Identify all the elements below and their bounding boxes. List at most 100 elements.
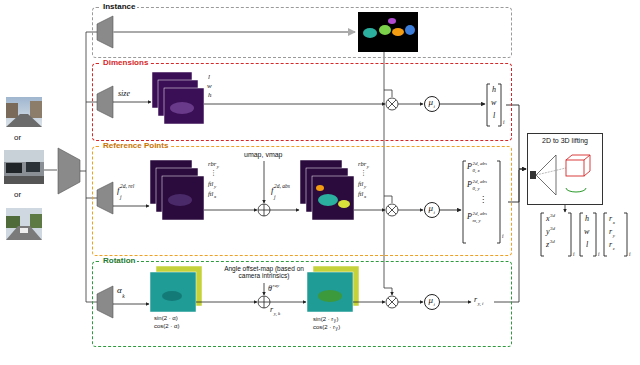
operator-symbol	[258, 204, 270, 216]
math-label: z	[546, 241, 549, 250]
pooling-circle: μi	[424, 202, 440, 218]
math-label: y	[217, 164, 219, 170]
math-label: 3d	[550, 239, 555, 245]
feature-maps	[316, 185, 324, 191]
encoder	[97, 86, 113, 118]
pooling-symbol: i	[434, 302, 435, 308]
math-label: y	[364, 184, 366, 190]
feature-maps	[338, 200, 350, 208]
input-photo	[4, 150, 44, 184]
input-photo	[4, 150, 44, 162]
math-label: j	[274, 194, 276, 200]
operator-symbol	[386, 296, 398, 308]
band-title: Reference Points	[101, 142, 170, 151]
math-label: r	[270, 306, 273, 315]
math-label: i	[629, 251, 631, 257]
feature-maps	[168, 194, 192, 206]
feature-maps	[150, 72, 359, 312]
lifting-sketch	[536, 155, 556, 195]
instance-mask	[113, 31, 355, 33]
vector-entry: 2d, abs	[472, 179, 486, 185]
math-label: f	[117, 186, 120, 196]
input-photo	[6, 208, 42, 240]
feature-maps	[150, 272, 196, 312]
operator-symbol	[386, 98, 398, 110]
flow-arrows	[565, 205, 566, 212]
flow-arrows	[113, 102, 565, 304]
connector	[440, 104, 485, 105]
instance-mask	[388, 18, 396, 24]
math-label: y	[214, 184, 216, 190]
math-label: k	[122, 293, 124, 299]
math-label: y, k	[274, 311, 281, 317]
flow-arrows	[204, 104, 385, 105]
flow-arrows	[113, 304, 149, 305]
box-title: 2D to 3D lifting	[528, 137, 602, 145]
instance-mask	[379, 25, 391, 35]
input-photo	[30, 101, 42, 118]
flow-arrows	[270, 302, 306, 303]
vector-entry: ⋮	[479, 196, 487, 205]
flow-arrows	[196, 302, 257, 303]
math-label: r	[474, 296, 477, 305]
lifting-sketch	[566, 155, 590, 176]
feature-maps	[164, 88, 204, 124]
pooling-symbol: μ	[429, 98, 434, 108]
lifting-sketch	[530, 155, 590, 195]
math-label: x	[546, 215, 550, 224]
pooling-symbol: i	[434, 210, 435, 216]
encoder	[58, 148, 80, 194]
math-label: z	[613, 246, 615, 252]
connector	[506, 105, 526, 169]
input-photo	[6, 97, 42, 127]
pooling-symbol: i	[434, 104, 435, 110]
input-photo	[6, 97, 42, 127]
math-label: ftl	[358, 190, 363, 197]
math-label: 3d	[550, 213, 555, 219]
flow-arrows	[494, 170, 519, 302]
instance-mask	[384, 90, 392, 295]
math-label: j	[120, 194, 122, 200]
lifting-box: 2D to 3D lifting	[527, 133, 603, 205]
math-label: w	[207, 83, 212, 91]
feature-maps	[162, 291, 182, 301]
input-photo	[6, 103, 18, 118]
math-label: y	[546, 228, 550, 237]
flow-arrows	[353, 302, 385, 303]
math-label: rbr	[208, 160, 216, 167]
instance-mask	[405, 25, 415, 35]
operator-symbol	[258, 204, 270, 216]
band-title: Dimensions	[101, 59, 150, 68]
output-vector: hwli	[486, 83, 506, 127]
math-label: l	[208, 74, 210, 82]
pooling-symbol: μ	[429, 296, 434, 306]
vector-bracket	[541, 213, 571, 256]
vector-entry: P	[467, 181, 472, 190]
text-label: )	[337, 316, 339, 323]
input-photo	[30, 214, 42, 228]
input-photo	[6, 208, 42, 240]
text-label: or	[14, 134, 21, 143]
flow-arrows	[264, 283, 265, 295]
vector-entry: 0, y	[472, 186, 479, 192]
vector-bracket	[487, 84, 501, 126]
flow-arrows	[113, 102, 151, 103]
input-photo	[26, 162, 40, 172]
instance-mask	[363, 28, 377, 38]
flow-arrows	[354, 210, 385, 211]
math-label: θ	[268, 285, 272, 294]
connector	[440, 210, 461, 211]
text-label: or	[14, 191, 21, 200]
vector-entry: h	[492, 86, 496, 95]
math-label: y	[613, 233, 615, 239]
pooling-symbol: μ	[429, 204, 434, 214]
text-label: y	[336, 327, 338, 332]
math-label: ftl	[208, 180, 213, 187]
vector-entry: P	[467, 163, 472, 172]
flow-arrows	[398, 302, 423, 303]
operator-symbol	[388, 298, 396, 306]
branch-band: Dimensionsμihwli	[92, 63, 512, 141]
text-label: )	[338, 324, 340, 331]
